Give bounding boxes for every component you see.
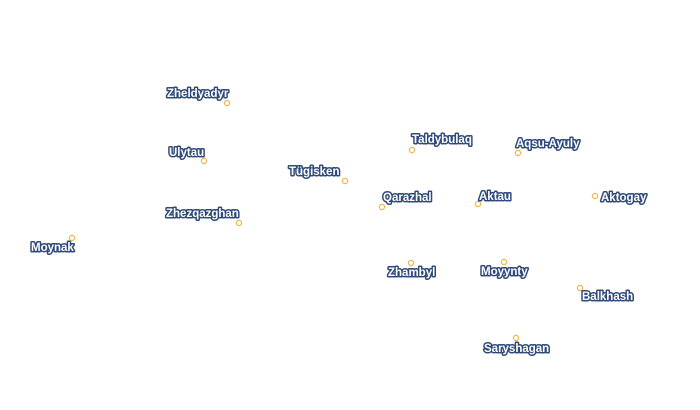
city-marker-moynak[interactable] bbox=[68, 234, 76, 242]
city-marker-zheldyadyr[interactable] bbox=[223, 99, 231, 107]
city-marker-tugisken[interactable] bbox=[341, 177, 349, 185]
city-label-moynak: Moynak bbox=[31, 242, 74, 254]
city-label-ulytau: Ulytau bbox=[169, 147, 204, 159]
city-marker-saryshagan[interactable] bbox=[512, 334, 520, 342]
city-label-aktogay: Aktogay bbox=[601, 192, 647, 204]
city-marker-aqsu-ayuly[interactable] bbox=[514, 149, 522, 157]
city-markers bbox=[68, 99, 599, 342]
city-marker-moyynty[interactable] bbox=[500, 258, 508, 266]
city-marker-balkhash[interactable] bbox=[576, 284, 584, 292]
city-label-aqsu-ayuly: Aqsu-Ayuly bbox=[516, 138, 580, 150]
city-label-balkhash: Balkhash bbox=[582, 291, 633, 303]
city-marker-aktogay[interactable] bbox=[591, 192, 599, 200]
city-label-tugisken: Tügisken bbox=[289, 166, 339, 178]
city-marker-taldybulaq[interactable] bbox=[408, 146, 416, 154]
city-marker-zhambyl[interactable] bbox=[407, 259, 415, 267]
city-label-zhezqazghan: Zhezqazghan bbox=[166, 208, 239, 220]
city-marker-zhezqazghan[interactable] bbox=[235, 219, 243, 227]
city-label-qarazhal: Qarazhal bbox=[383, 192, 432, 204]
city-marker-qarazhal[interactable] bbox=[378, 203, 386, 211]
city-label-taldybulaq: Taldybulaq bbox=[412, 134, 472, 146]
city-label-zhambyl: Zhambyl bbox=[388, 267, 435, 279]
city-label-aktau: Aktau bbox=[479, 191, 511, 203]
city-marker-aktau[interactable] bbox=[474, 200, 482, 208]
city-label-saryshagan: Saryshagan bbox=[484, 343, 549, 355]
city-label-zheldyadyr: Zheldyadyr bbox=[167, 88, 229, 100]
city-label-moyynty: Moyynty bbox=[481, 266, 528, 278]
city-marker-ulytau[interactable] bbox=[200, 157, 208, 165]
